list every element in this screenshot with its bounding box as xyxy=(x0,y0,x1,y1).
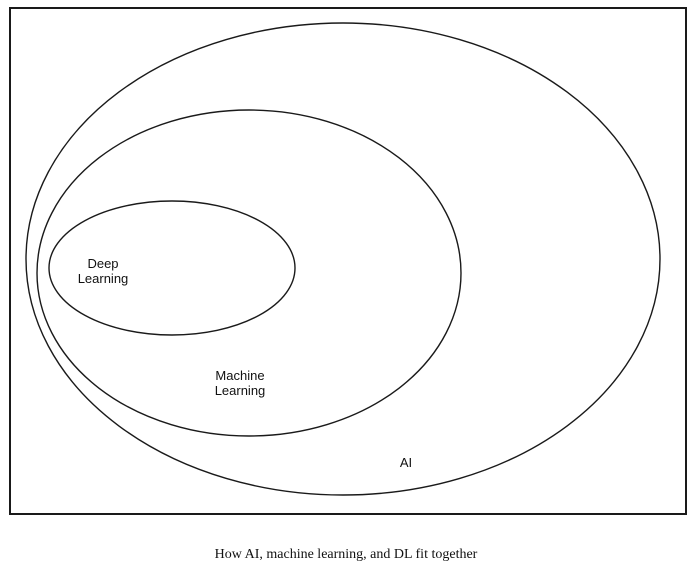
machine-learning-label: Machine Learning xyxy=(205,368,275,398)
deep-learning-ellipse xyxy=(48,200,296,336)
machine-learning-label-line-1: Machine xyxy=(215,368,265,383)
diagram-frame: Deep Learning Machine Learning AI xyxy=(9,7,687,515)
deep-learning-label-line-2: Learning xyxy=(77,271,129,286)
machine-learning-ellipse xyxy=(36,109,462,437)
deep-learning-label: Deep Learning xyxy=(73,256,133,286)
ai-label-line-1: AI xyxy=(399,455,413,470)
deep-learning-label-line-1: Deep xyxy=(87,256,119,271)
figure-caption: How AI, machine learning, and DL fit tog… xyxy=(214,547,478,562)
machine-learning-label-line-2: Learning xyxy=(214,383,266,398)
venn-diagram xyxy=(25,22,661,496)
ai-label: AI xyxy=(391,455,421,470)
ai-ellipse xyxy=(25,22,661,496)
